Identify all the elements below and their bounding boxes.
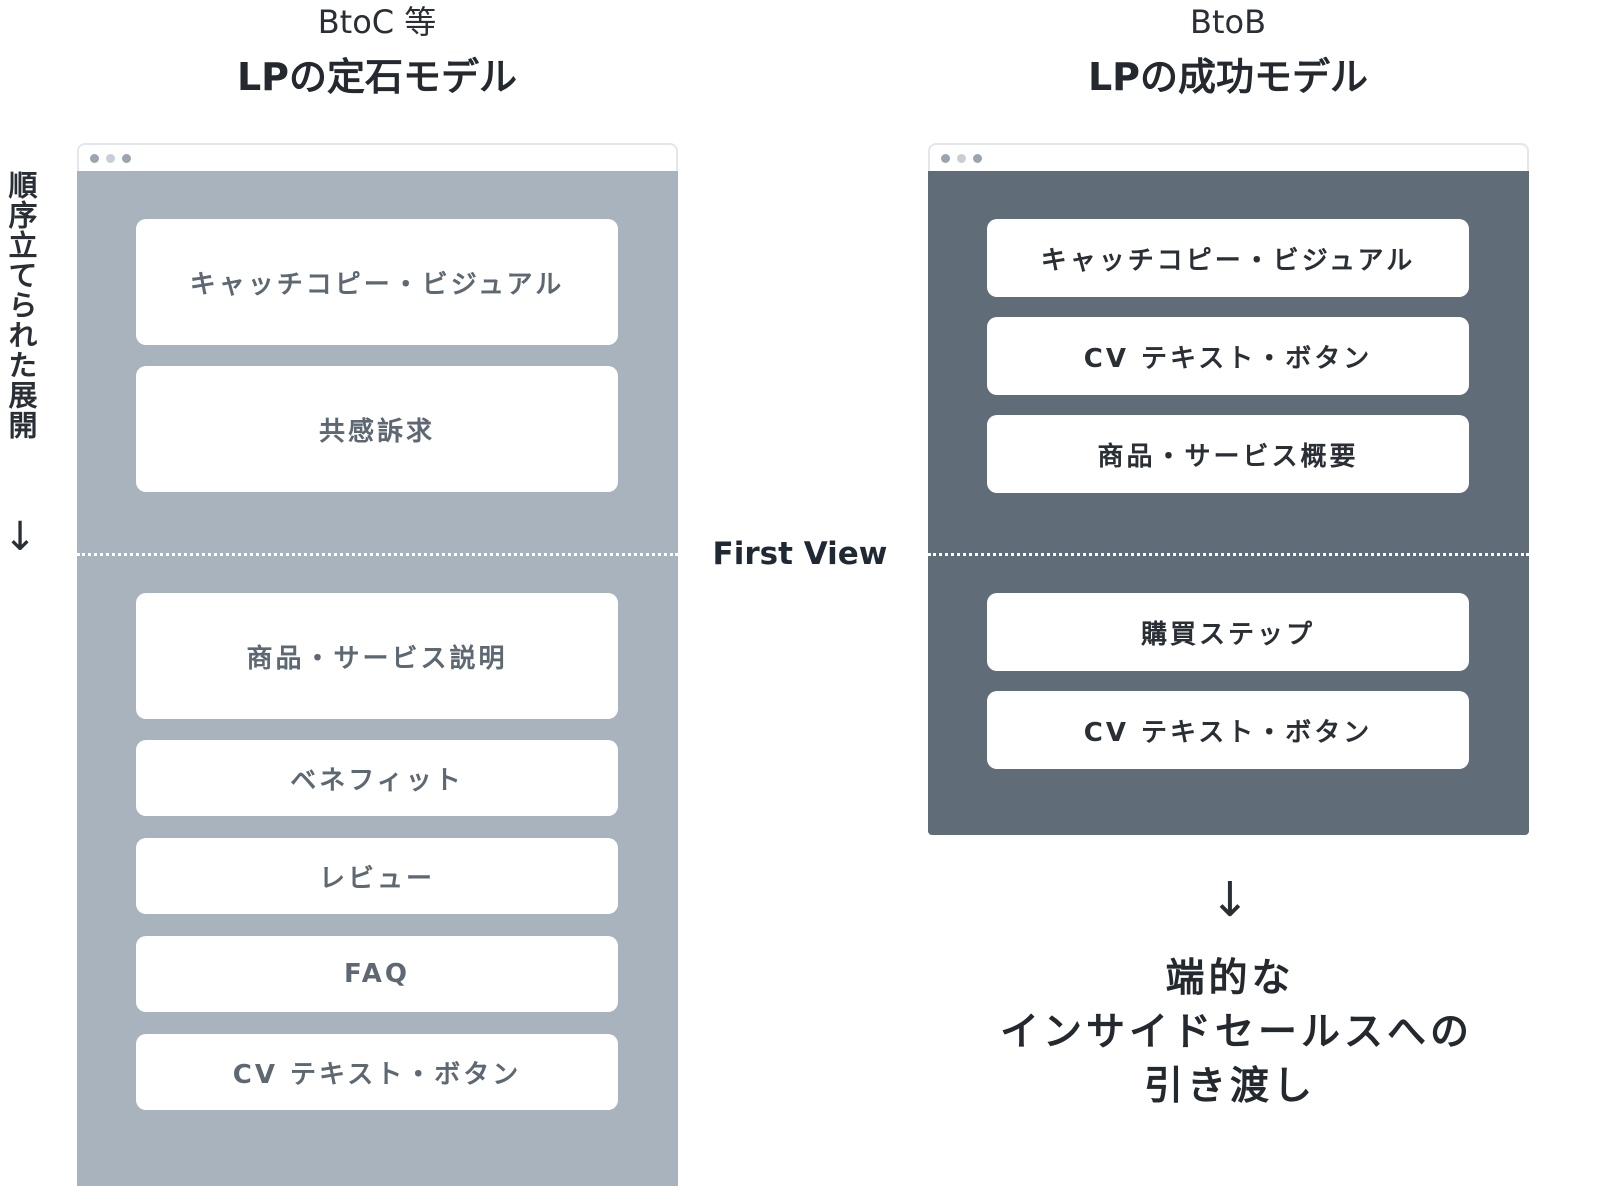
right-column-title: LPの成功モデル bbox=[1087, 55, 1369, 99]
window-dot-icon bbox=[941, 154, 950, 163]
handoff-text: 端的な インサイドセールスへの 引き渡し bbox=[1000, 952, 1474, 1114]
section-block: 商品・サービス説明 bbox=[136, 593, 618, 719]
sequence-label: 順序立てられた展開 bbox=[4, 170, 38, 440]
window-body: キャッチコピー・ビジュアル 共感訴求 商品・サービス説明 ベネフィット レビュー… bbox=[77, 171, 678, 1186]
window-dot-icon bbox=[973, 154, 982, 163]
window-dot-icon bbox=[957, 154, 966, 163]
first-view-divider bbox=[928, 553, 1529, 556]
left-column-header: BtoC 等 LPの定石モデル bbox=[77, 2, 677, 102]
section-block: CV テキスト・ボタン bbox=[987, 317, 1469, 395]
handoff-line: 端的な bbox=[1165, 956, 1295, 1001]
handoff-arrow-icon: ↓ bbox=[1209, 872, 1251, 928]
section-block: 購買ステップ bbox=[987, 593, 1469, 671]
section-block: CV テキスト・ボタン bbox=[136, 1034, 618, 1110]
left-column-subtitle: BtoC 等 bbox=[317, 3, 437, 41]
section-block: キャッチコピー・ビジュアル bbox=[987, 219, 1469, 297]
sequence-arrow-icon: ↓ bbox=[3, 514, 37, 560]
handoff-line: インサイドセールスへの bbox=[1000, 1010, 1474, 1055]
window-dot-icon bbox=[90, 154, 99, 163]
right-column-subtitle: BtoB bbox=[1189, 3, 1267, 41]
window-dot-icon bbox=[122, 154, 131, 163]
left-column-title: LPの定石モデル bbox=[236, 55, 518, 99]
window-dot-icon bbox=[106, 154, 115, 163]
right-column-header: BtoB LPの成功モデル bbox=[928, 2, 1528, 102]
section-block: FAQ bbox=[136, 936, 618, 1012]
section-block: ベネフィット bbox=[136, 740, 618, 816]
handoff-line: 引き渡し bbox=[1143, 1064, 1316, 1109]
window-title-bar bbox=[77, 143, 678, 171]
section-block: レビュー bbox=[136, 838, 618, 914]
section-block: キャッチコピー・ビジュアル bbox=[136, 219, 618, 345]
window-body: キャッチコピー・ビジュアル CV テキスト・ボタン 商品・サービス概要 購買ステ… bbox=[928, 171, 1529, 835]
first-view-divider bbox=[77, 553, 678, 556]
first-view-label: First View bbox=[712, 536, 888, 572]
btob-lp-window: キャッチコピー・ビジュアル CV テキスト・ボタン 商品・サービス概要 購買ステ… bbox=[928, 143, 1529, 835]
section-block: 共感訴求 bbox=[136, 366, 618, 492]
window-title-bar bbox=[928, 143, 1529, 171]
section-block: CV テキスト・ボタン bbox=[987, 691, 1469, 769]
btoc-lp-window: キャッチコピー・ビジュアル 共感訴求 商品・サービス説明 ベネフィット レビュー… bbox=[77, 143, 678, 1186]
section-block: 商品・サービス概要 bbox=[987, 415, 1469, 493]
